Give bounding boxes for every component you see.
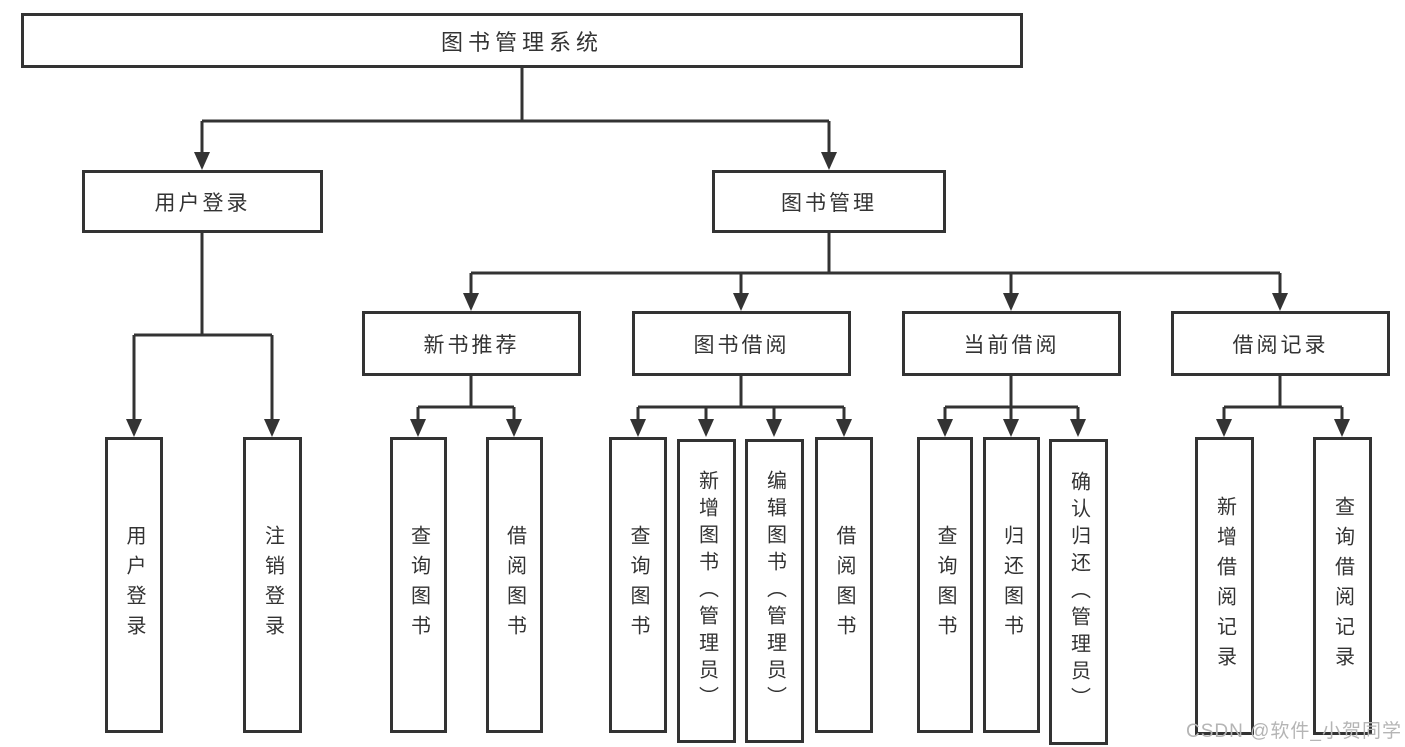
node-label: 查询图书 xyxy=(627,525,649,645)
leaf-query-borrow-record: 查询借阅记录 xyxy=(1313,437,1372,735)
leaf-user-login: 用户登录 xyxy=(105,437,163,733)
node-borrowing-records: 借阅记录 xyxy=(1171,311,1390,376)
arrowheads xyxy=(126,152,1350,437)
leaf-add-borrow-record: 新增借阅记录 xyxy=(1195,437,1254,735)
node-label: 借阅图书 xyxy=(503,525,526,645)
node-label: 用户登录 xyxy=(154,191,251,215)
leaf-query-book-recommend: 查询图书 xyxy=(390,437,447,733)
node-label: 确认归还（管理员） xyxy=(1067,470,1090,714)
node-label: 编辑图书（管理员） xyxy=(763,469,786,713)
node-label: 新书推荐 xyxy=(423,333,520,357)
node-book-management-branch: 图书管理 xyxy=(712,170,946,233)
node-label: 用户登录 xyxy=(123,525,145,645)
leaf-borrow-book: 借阅图书 xyxy=(815,437,873,733)
leaf-return-book: 归还图书 xyxy=(983,437,1040,733)
node-label: 注销登录 xyxy=(261,525,284,645)
node-label: 借阅记录 xyxy=(1232,333,1329,357)
node-label: 新增图书（管理员） xyxy=(695,469,718,713)
node-new-book-recommend: 新书推荐 xyxy=(362,311,581,376)
node-label: 图书管理 xyxy=(781,191,877,215)
leaf-borrow-book-recommend: 借阅图书 xyxy=(486,437,543,733)
leaf-logout: 注销登录 xyxy=(243,437,302,733)
node-label: 新增借阅记录 xyxy=(1213,496,1236,676)
leaf-query-book-borrow: 查询图书 xyxy=(609,437,667,733)
node-label: 图书管理系统 xyxy=(440,29,603,55)
node-book-borrowing: 图书借阅 xyxy=(632,311,851,376)
node-library-system-root: 图书管理系统 xyxy=(21,13,1023,68)
leaf-add-book-admin: 新增图书（管理员） xyxy=(677,439,736,743)
leaf-confirm-return-admin: 确认归还（管理员） xyxy=(1049,439,1108,745)
node-label: 当前借阅 xyxy=(963,333,1060,357)
node-label: 查询图书 xyxy=(934,525,956,645)
node-label: 归还图书 xyxy=(1000,525,1023,645)
node-user-login-branch: 用户登录 xyxy=(82,170,323,233)
node-label: 查询图书 xyxy=(407,525,430,645)
node-label: 借阅图书 xyxy=(833,525,855,645)
node-label: 图书借阅 xyxy=(693,333,790,357)
node-label: 查询借阅记录 xyxy=(1331,496,1354,676)
leaf-edit-book-admin: 编辑图书（管理员） xyxy=(745,439,804,743)
node-current-borrowing: 当前借阅 xyxy=(902,311,1121,376)
leaf-query-book-current: 查询图书 xyxy=(917,437,973,733)
csdn-watermark: CSDN @软件_小贺同学 xyxy=(1186,721,1402,742)
